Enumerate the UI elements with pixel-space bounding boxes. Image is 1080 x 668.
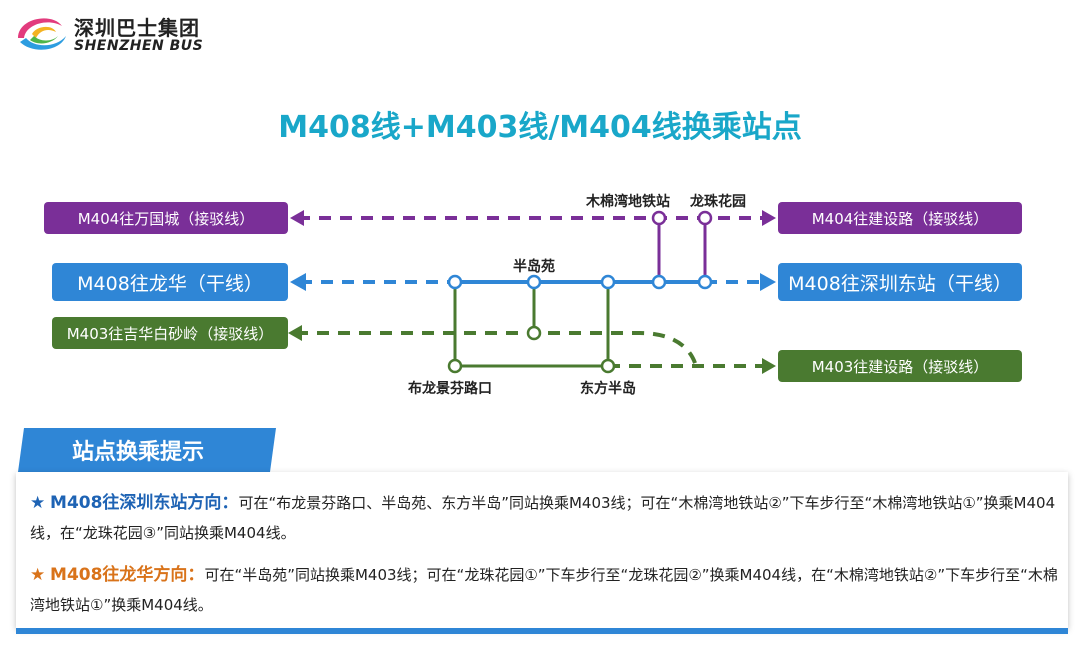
tips-bottom-bar (16, 628, 1068, 634)
star-icon: ★ (30, 493, 46, 513)
tip-longhua-label: M408往龙华方向： (50, 565, 205, 585)
m403-left-box: M403往吉华白砂岭（接驳线） (52, 317, 288, 349)
m403-route (288, 282, 776, 374)
tips-heading: 站点换乘提示 (71, 440, 204, 465)
station-bulong-label: 布龙景芬路口 (408, 381, 492, 397)
m404-right-box: M404往建设路（接驳线） (778, 202, 1022, 234)
logo-english-text: SHENZHEN BUS (74, 38, 204, 54)
tip-shenzhen-east-text: 可在“布龙景芬路口、半岛苑、东方半岛”同站换乘M403线；可在“木棉湾地铁站②”… (30, 494, 1056, 542)
station-bandaoyuan-label: 半岛苑 (513, 259, 555, 275)
m403-right-box: M403往建设路（接驳线） (778, 350, 1022, 382)
m404-route (290, 210, 776, 282)
star-icon: ★ (30, 565, 46, 585)
tips-panel (16, 472, 1068, 628)
tip-shenzhen-east: ★ M408往深圳东站方向：可在“布龙景芬路口、半岛苑、东方半岛”同站换乘M40… (30, 488, 1060, 548)
page-title: M408线+M403线/M404线换乘站点 (278, 110, 802, 145)
logo-chinese-text: 深圳巴士集团 (74, 16, 200, 40)
stop-markers (447, 210, 713, 374)
shenzhen-bus-logo: 深圳巴士集团 SHENZHEN BUS (12, 8, 232, 60)
tip-longhua-text: 可在“半岛苑”同站换乘M403线；可在“龙珠花园①”下车步行至“龙珠花园②”换乘… (30, 566, 1058, 614)
logo-mark-icon (18, 18, 66, 50)
tip-longhua: ★ M408往龙华方向：可在“半岛苑”同站换乘M403线；可在“龙珠花园①”下车… (30, 560, 1060, 620)
station-dongfang-label: 东方半岛 (580, 381, 636, 397)
m408-right-box: M408往深圳东站（干线） (778, 263, 1022, 301)
tips-heading-banner (18, 428, 276, 472)
station-mumian-label: 木棉湾地铁站 (586, 194, 670, 210)
m404-left-box: M404往万国城（接驳线） (44, 202, 288, 234)
tip-shenzhen-east-label: M408往深圳东站方向： (50, 493, 239, 513)
m408-left-box: M408往龙华（干线） (52, 263, 288, 301)
station-longzhu-label: 龙珠花园 (690, 194, 746, 210)
